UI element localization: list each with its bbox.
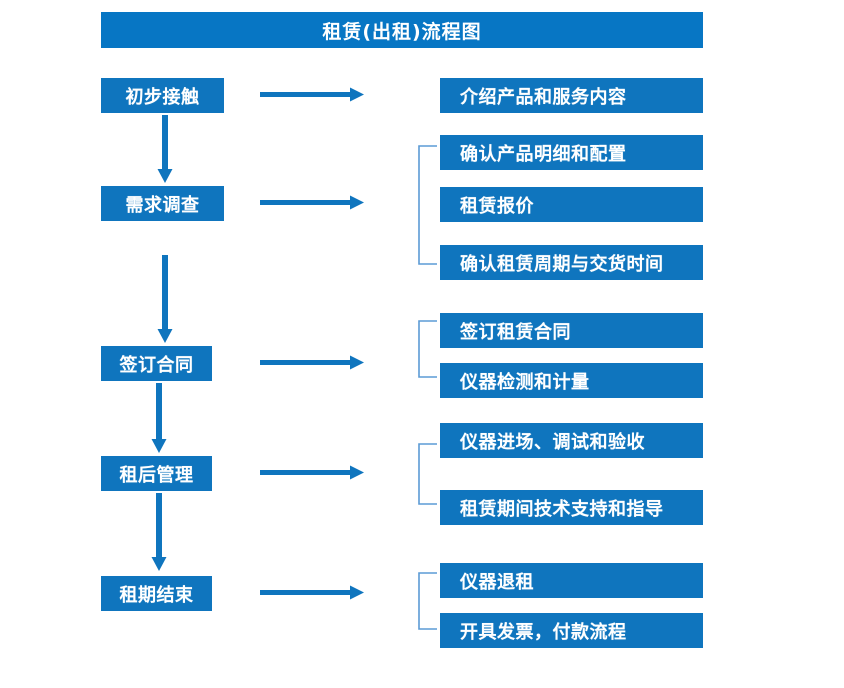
right-arrow-icon-4 bbox=[260, 464, 366, 482]
detail-box-instrument-inspection[interactable]: 仪器检测和计量 bbox=[440, 363, 703, 398]
page-title: 租赁(出租)流程图 bbox=[101, 12, 703, 48]
right-arrow-icon-2 bbox=[260, 194, 366, 212]
bracket-connector-needs-survey bbox=[417, 145, 439, 265]
detail-box-instrument-entry-commissioning[interactable]: 仪器进场、调试和验收 bbox=[440, 423, 703, 458]
bracket-connector-post-rental-mgmt bbox=[417, 443, 439, 505]
detail-box-sign-rental-contract[interactable]: 签订租赁合同 bbox=[440, 313, 703, 348]
detail-box-intro-products-services[interactable]: 介绍产品和服务内容 bbox=[440, 78, 703, 113]
down-arrow-icon-2 bbox=[156, 255, 174, 345]
stage-box-sign-contract[interactable]: 签订合同 bbox=[101, 346, 212, 381]
detail-box-technical-support[interactable]: 租赁期间技术支持和指导 bbox=[440, 490, 703, 525]
stage-box-needs-survey[interactable]: 需求调查 bbox=[101, 186, 224, 221]
right-arrow-icon-5 bbox=[260, 584, 366, 602]
detail-box-invoice-payment[interactable]: 开具发票，付款流程 bbox=[440, 613, 703, 648]
detail-box-confirm-period-delivery[interactable]: 确认租赁周期与交货时间 bbox=[440, 245, 703, 280]
detail-box-rental-quotation[interactable]: 租赁报价 bbox=[440, 187, 703, 222]
bracket-connector-rental-end bbox=[417, 572, 439, 630]
stage-box-initial-contact[interactable]: 初步接触 bbox=[101, 78, 224, 113]
right-arrow-icon-3 bbox=[260, 354, 366, 372]
down-arrow-icon-3 bbox=[150, 383, 168, 455]
down-arrow-icon-1 bbox=[156, 115, 174, 185]
down-arrow-icon-4 bbox=[150, 493, 168, 573]
detail-box-confirm-product-spec[interactable]: 确认产品明细和配置 bbox=[440, 135, 703, 170]
stage-box-post-rental-mgmt[interactable]: 租后管理 bbox=[101, 456, 212, 491]
right-arrow-icon-1 bbox=[260, 86, 366, 104]
detail-box-instrument-return[interactable]: 仪器退租 bbox=[440, 563, 703, 598]
stage-box-rental-end[interactable]: 租期结束 bbox=[101, 576, 212, 611]
bracket-connector-sign-contract bbox=[417, 320, 439, 378]
